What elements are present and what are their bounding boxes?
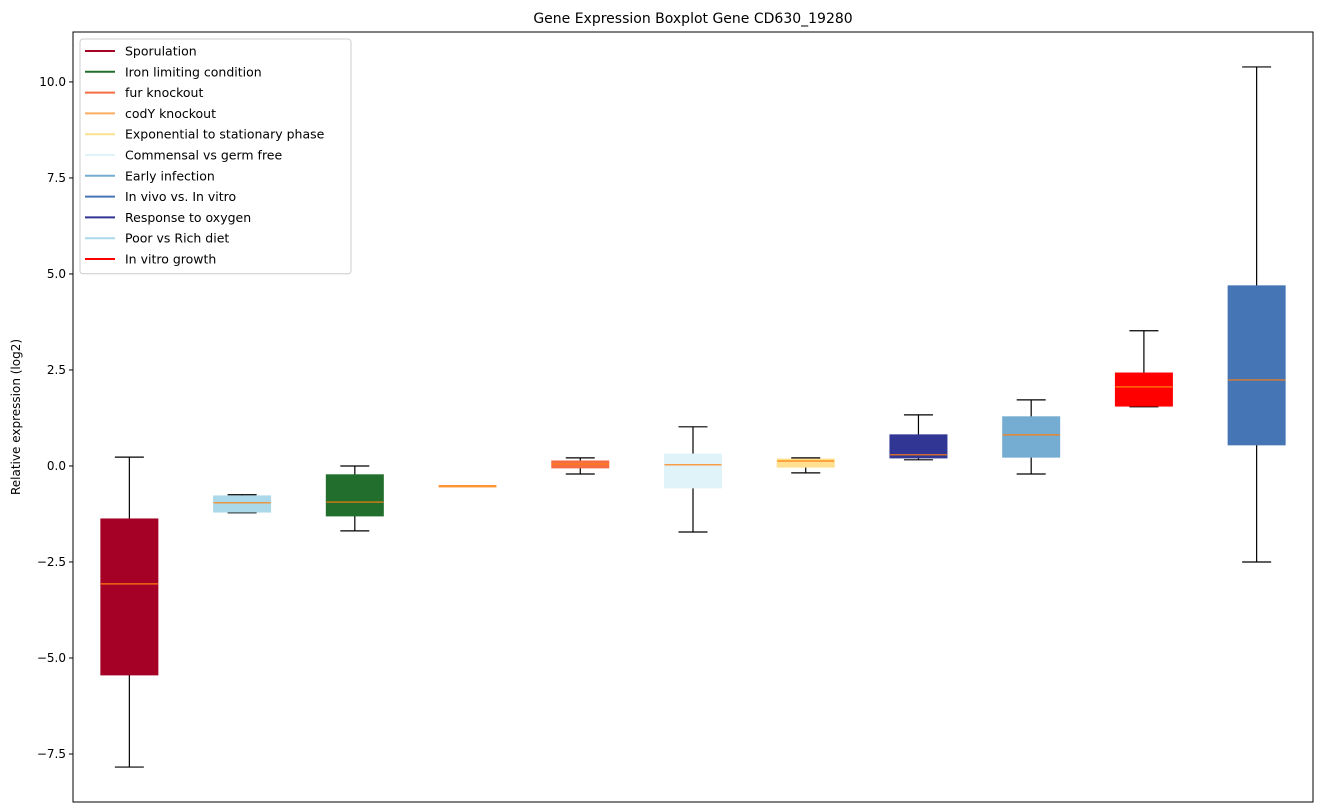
legend-label: codY knockout <box>125 106 216 121</box>
box-1 <box>100 456 159 768</box>
box-4 <box>438 485 497 488</box>
box-7 <box>776 457 835 474</box>
y-tick-label: −7.5 <box>37 747 66 761</box>
legend-item: Sporulation <box>85 44 197 59</box>
box-body <box>664 453 722 489</box>
box-body <box>213 495 272 513</box>
chart-title: Gene Expression Boxplot Gene CD630_19280 <box>533 11 852 27</box>
legend-item: In vitro growth <box>85 252 216 267</box>
legend-label: Iron limiting condition <box>125 64 262 79</box>
boxes-layer <box>100 66 1286 768</box>
legend-label: fur knockout <box>125 85 203 100</box>
legend-label: Commensal vs germ free <box>125 148 282 163</box>
box-10 <box>1114 330 1173 408</box>
y-tick-label: −5.0 <box>37 651 66 665</box>
legend-frame <box>79 38 352 275</box>
box-body <box>1114 372 1173 407</box>
legend-label: Sporulation <box>125 44 197 59</box>
box-2 <box>213 494 272 514</box>
box-body <box>100 518 159 676</box>
legend-item: Poor vs Rich diet <box>85 231 229 246</box>
legend-item: Early infection <box>85 168 215 183</box>
legend-item: codY knockout <box>85 106 216 121</box>
box-3 <box>325 465 384 532</box>
legend-item: Iron limiting condition <box>85 64 262 79</box>
y-axis-label: Relative expression (log2) <box>9 339 23 495</box>
y-tick-label: 2.5 <box>47 363 66 377</box>
legend-label: Exponential to stationary phase <box>125 127 325 142</box>
box-8 <box>889 414 948 461</box>
box-body <box>1002 416 1061 458</box>
legend-item: fur knockout <box>85 85 203 100</box>
legend-label: Poor vs Rich diet <box>125 231 229 246</box>
box-body <box>1227 285 1286 446</box>
legend-label: Response to oxygen <box>125 210 251 225</box>
plot-frame <box>72 31 1314 803</box>
legend-item: Exponential to stationary phase <box>85 127 325 142</box>
legend-item: Response to oxygen <box>85 210 251 225</box>
box-body <box>776 458 835 468</box>
legend-label: In vivo vs. In vitro <box>125 189 236 204</box>
legend-label: Early infection <box>125 168 215 183</box>
y-tick-label: 0.0 <box>47 459 66 473</box>
box-body <box>889 434 948 459</box>
box-5 <box>551 457 610 475</box>
y-axis-ticks: −7.5 −5.0 −2.5 0.0 2.5 5.0 7.5 10.0 <box>37 75 73 761</box>
box-6 <box>664 426 722 533</box>
box-9 <box>1002 399 1061 475</box>
legend-item: In vivo vs. In vitro <box>85 189 236 204</box>
y-tick-label: 5.0 <box>47 267 66 281</box>
legend-item: Commensal vs germ free <box>85 148 282 163</box>
y-tick-label: 7.5 <box>47 171 66 185</box>
y-tick-label: −2.5 <box>37 555 66 569</box>
y-tick-label: 10.0 <box>39 75 66 89</box>
box-11 <box>1227 66 1286 563</box>
legend-label: In vitro growth <box>125 252 216 267</box>
box-body <box>325 474 384 517</box>
